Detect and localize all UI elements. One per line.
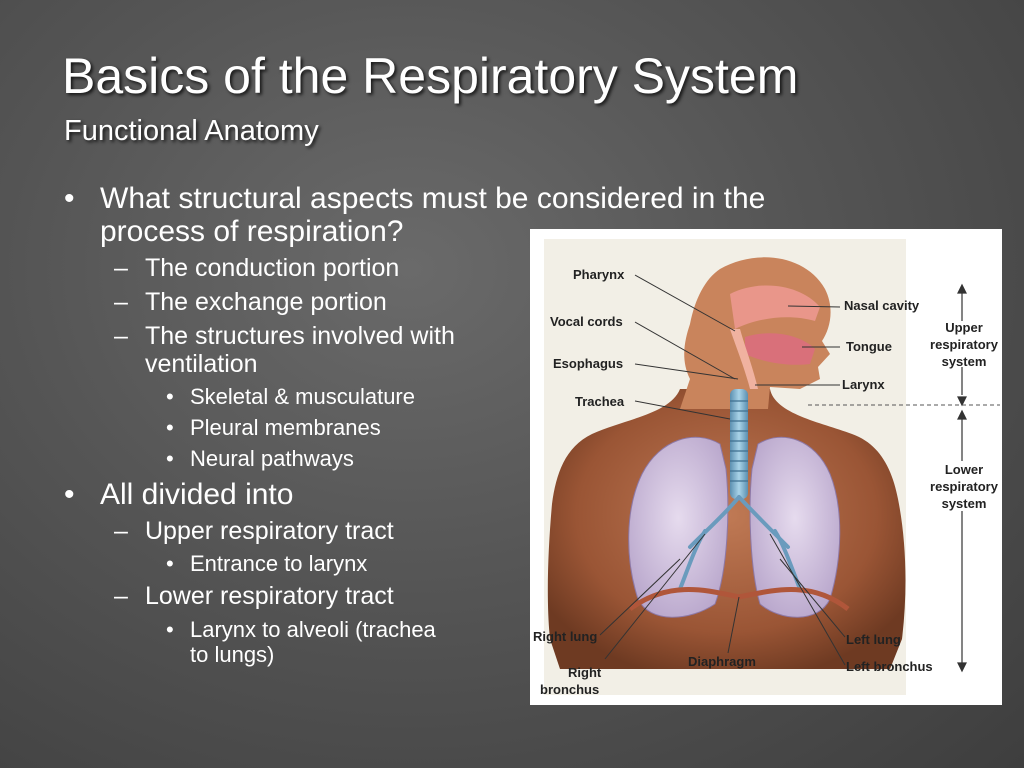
label-left-bronchus: Left bronchus [846, 659, 933, 674]
sub-sub-bullet-larynx-line1: Larynx to alveoli (trachea [190, 617, 436, 642]
sub-sub-bullet-skeletal: Skeletal & musculature [190, 384, 415, 409]
label-larynx: Larynx [842, 377, 885, 392]
bullet-marker: • [64, 478, 75, 511]
label-tongue: Tongue [846, 339, 892, 354]
sub-sub-bullet-neural: Neural pathways [190, 446, 354, 471]
sub-bullet-structures-line1: The structures involved with [145, 322, 455, 350]
respiratory-anatomy-figure: Pharynx Vocal cords Esophagus Trachea Na… [530, 229, 1002, 705]
dash-marker: – [114, 288, 128, 316]
sub-bullet-structures-line2: ventilation [145, 350, 258, 378]
label-nasal-cavity: Nasal cavity [844, 298, 920, 313]
bullet-divided: All divided into [100, 478, 294, 511]
bullet-marker: • [166, 384, 174, 409]
label-left-lung: Left lung [846, 632, 901, 647]
label-vocal-cords: Vocal cords [550, 314, 623, 329]
bullet-marker: • [166, 446, 174, 471]
dash-marker: – [114, 582, 128, 610]
bullet-question-line2: process of respiration? [100, 215, 404, 248]
label-right-bronchus-1: Right [568, 665, 602, 680]
sub-sub-bullet-entrance: Entrance to larynx [190, 551, 368, 576]
sub-sub-bullet-larynx-line2: to lungs) [190, 642, 275, 667]
label-right-bronchus-2: bronchus [540, 682, 599, 697]
system-bracket [957, 283, 967, 673]
sub-bullet-conduction: The conduction portion [145, 254, 400, 282]
label-right-lung: Right lung [533, 629, 597, 644]
label-upper-3: system [942, 354, 987, 369]
bullet-question-line1: What structural aspects must be consider… [100, 182, 766, 215]
dash-marker: – [114, 322, 128, 350]
label-diaphragm: Diaphragm [688, 654, 756, 669]
bullet-marker: • [166, 551, 174, 576]
leader-lines [599, 274, 846, 666]
sub-bullet-lower-tract: Lower respiratory tract [145, 582, 394, 610]
bullet-marker: • [166, 415, 174, 440]
sub-bullet-upper-tract: Upper respiratory tract [145, 517, 394, 545]
anatomy-illustration: Pharynx Vocal cords Esophagus Trachea Na… [533, 239, 1000, 697]
label-upper-1: Upper [945, 320, 983, 335]
trachea-shape [730, 389, 748, 499]
slide-subtitle: Functional Anatomy [64, 115, 319, 147]
trachea-rings [730, 400, 748, 482]
label-lower-2: respiratory [930, 479, 999, 494]
bullet-marker: • [166, 617, 174, 642]
bullet-marker: • [64, 182, 75, 215]
label-pharynx: Pharynx [573, 267, 625, 282]
sub-bullet-exchange: The exchange portion [145, 288, 387, 316]
label-lower-3: system [942, 496, 987, 511]
label-esophagus: Esophagus [553, 356, 623, 371]
tongue-shape [745, 333, 815, 365]
slide-title: Basics of the Respiratory System [62, 48, 799, 104]
label-upper-2: respiratory [930, 337, 999, 352]
dash-marker: – [114, 517, 128, 545]
label-lower-1: Lower [945, 462, 983, 477]
sub-sub-bullet-pleural: Pleural membranes [190, 415, 381, 440]
dash-marker: – [114, 254, 128, 282]
label-trachea: Trachea [575, 394, 625, 409]
nasal-cavity-shape [730, 285, 820, 329]
pharynx-shape [730, 329, 758, 389]
